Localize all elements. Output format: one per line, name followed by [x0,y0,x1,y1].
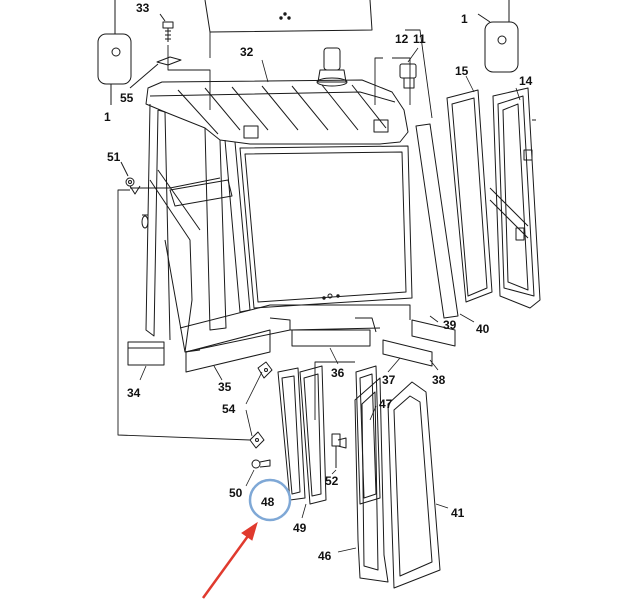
highlight-circle [248,478,292,522]
bolt-33 [159,13,174,42]
door-glass-15 [446,89,493,303]
label-35: 35 [218,380,232,394]
hinge-54-upper [257,361,273,379]
label-54: 54 [222,402,236,416]
label-14: 14 [519,74,533,88]
washer-55 [156,56,182,66]
trim-36 [291,329,371,347]
roof-32 [145,79,409,145]
label-11: 11 [413,32,426,46]
panel-41 [387,381,441,589]
label-48: 48 [261,495,275,509]
label-1-left: 1 [104,110,111,124]
door-14 [489,87,541,309]
label-39: 39 [443,318,457,332]
windshield-dot [279,16,283,20]
label-1-right: 1 [461,12,468,26]
label-34: 34 [127,386,141,400]
label-33: 33 [136,1,150,15]
knob-50 [251,459,271,469]
label-49: 49 [293,521,307,535]
label-40: 40 [476,322,490,336]
trim-35 [185,329,271,373]
hinge-51 [125,177,141,195]
rear-window [239,145,413,309]
label-32: 32 [240,45,254,59]
windshield-dot [287,16,291,20]
trim-37 [382,339,433,367]
windshield-dot [283,12,287,16]
work-lamp-11-12 [399,63,417,89]
label-47: 47 [379,397,393,411]
trim-38 [411,319,456,347]
frame-49 [299,365,327,505]
label-46: 46 [318,549,332,563]
trim-34 [127,341,165,366]
label-36: 36 [331,366,345,380]
label-51: 51 [107,150,121,164]
cab-frame [130,103,411,353]
label-12: 12 [395,32,409,46]
label-52: 52 [325,474,339,488]
label-37: 37 [382,373,396,387]
label-50: 50 [229,486,243,500]
glass-48 [277,367,306,501]
mirror-left [97,0,132,105]
front-windshield [204,0,373,33]
label-38: 38 [432,373,446,387]
highlight-arrow [201,521,258,599]
label-55: 55 [120,91,134,105]
beacon-light [316,47,348,87]
label-41: 41 [451,506,465,520]
mirror-right [477,0,519,73]
label-15: 15 [455,64,469,78]
latch-52 [331,433,347,468]
hinge-54-lower [249,431,265,449]
panel-46 [354,377,389,583]
side-glass-39 [415,123,459,319]
